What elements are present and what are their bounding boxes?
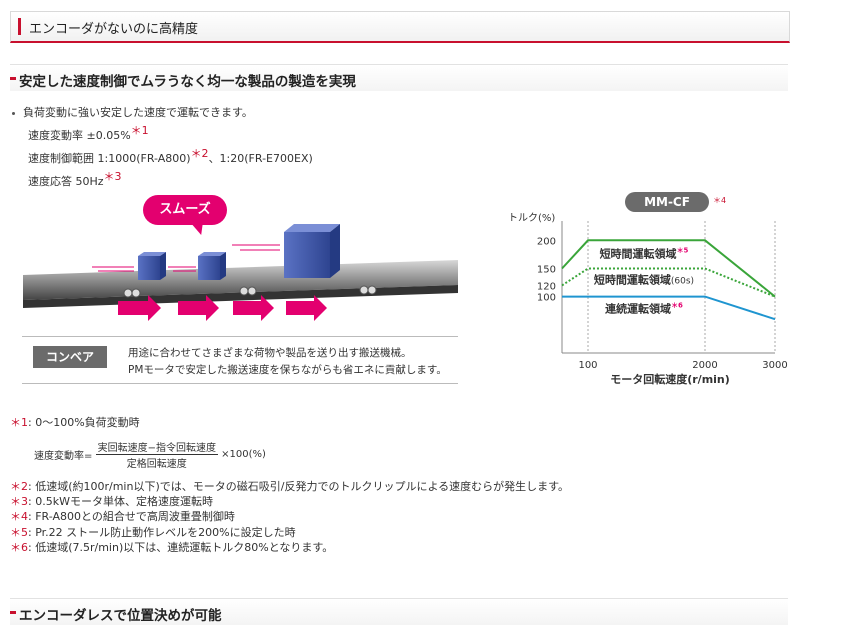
spec-line-2: 速度制御範囲 1:1000(FR-A800)＊2、1:20(FR-E700EX) — [28, 147, 313, 166]
series-line-0 — [561, 239, 776, 298]
spec-mark: ＊3 — [103, 170, 122, 183]
x-tick-label: 100 — [578, 360, 597, 371]
note-text: : FR-A800との組合せで高周波重畳制御時 — [28, 510, 235, 524]
conveyor-desc-line: 用途に合わせてさまざまな荷物や製品を送り出す搬送機械。 — [128, 347, 412, 359]
y-axis-label: トルク(%) — [508, 212, 555, 224]
region-label-continuous: 連続運転領域＊6 — [605, 302, 683, 316]
formula-rhs: ×100(%) — [221, 449, 266, 460]
conveyor-description: 用途に合わせてさまざまな荷物や製品を送り出す搬送機械。 PMモータで安定した搬送… — [128, 345, 447, 379]
note-mark: ＊5 — [10, 525, 28, 539]
section-title: 安定した速度制御でムラうなく均一な製品の製造を実現 — [19, 74, 356, 90]
note-1: ＊1: 0～100%負荷変動時 — [10, 414, 140, 430]
section-header-positioning: エンコーダレスで位置決めが可能 — [10, 598, 788, 625]
spec-mark: ＊1 — [130, 124, 149, 137]
section-marker — [10, 77, 16, 80]
note-text: : 低速域(約100r/min以下)では、モータの磁石吸引/反発力でのトルクリッ… — [28, 480, 570, 493]
formula-lhs: 速度変動率= — [34, 451, 93, 462]
spec-tail: 、1:20(FR-E700EX) — [208, 152, 313, 165]
note-mark: ＊4 — [10, 510, 28, 524]
note-mark: ＊2 — [10, 480, 28, 493]
spec-line-3: 速度応答 50Hz＊3 — [28, 170, 122, 189]
formula-numerator: 実回転速度−指令回転速度 — [95, 439, 218, 455]
conveyor-label: コンベア — [33, 346, 107, 368]
note-mark: ＊1 — [10, 416, 28, 429]
page-title: エンコーダがないのに高精度 — [29, 22, 199, 37]
formula: 速度変動率= 実回転速度−指令回転速度 定格回転速度 ×100(%) — [34, 439, 266, 470]
spec-text: 速度応答 50Hz — [28, 175, 104, 188]
y-tick-label: 150 — [537, 264, 556, 275]
note-item: ＊4: FR-A800との組合せで高周波重畳制御時 — [10, 509, 569, 524]
note-text: : 0.5kWモータ単体、定格速度運転時 — [28, 495, 213, 509]
region-label-short-time: 短時間運転領域＊5 — [600, 246, 689, 260]
note-item: ＊2: 低速域(約100r/min以下)では、モータの磁石吸引/反発力でのトルク… — [10, 479, 569, 494]
spec-text: 速度制御範囲 1:1000(FR-A800) — [28, 152, 191, 165]
series-line-1 — [561, 267, 776, 298]
feature-bullet: 負荷変動に強い安定した速度で運転できます。 — [12, 104, 253, 120]
page-header: エンコーダがないのに高精度 — [10, 11, 790, 43]
notes-list: ＊2: 低速域(約100r/min以下)では、モータの磁石吸引/反発力でのトルク… — [10, 479, 569, 555]
section-title: エンコーダレスで位置決めが可能 — [19, 608, 222, 624]
conveyor-legend — [22, 336, 458, 384]
note-text: : Pr.22 ストール防止動作レベルを200%に設定した時 — [28, 525, 296, 539]
small-box-2 — [198, 252, 226, 280]
conveyor-illustration — [23, 224, 458, 321]
smooth-bubble: スムーズ — [143, 195, 227, 225]
x-tick-label: 3000 — [762, 360, 787, 371]
chart-title: MM-CF — [625, 192, 709, 212]
note-text: : 低速域(7.5r/min)以下は、連続運転トルク80%となります。 — [28, 540, 334, 554]
x-axis-label: モータ回転速度(r/min) — [610, 372, 730, 386]
spec-line-1: 速度変動率 ±0.05%＊1 — [28, 124, 149, 143]
spec-mark: ＊2 — [190, 147, 209, 160]
small-box-1 — [138, 252, 166, 280]
large-box — [284, 224, 340, 278]
note-item: ＊3: 0.5kWモータ単体、定格速度運転時 — [10, 494, 569, 509]
section-header-speed-control: 安定した速度制御でムラうなく均一な製品の製造を実現 — [10, 64, 788, 91]
note-text: : 0～100%負荷変動時 — [28, 416, 140, 429]
y-tick-label: 100 — [537, 293, 556, 304]
x-tick-label: 2000 — [692, 360, 717, 371]
direction-arrows — [118, 295, 327, 321]
section-marker — [10, 611, 16, 614]
formula-fraction: 実回転速度−指令回転速度 定格回転速度 — [95, 439, 218, 470]
note-item: ＊6: 低速域(7.5r/min)以下は、連続運転トルク80%となります。 — [10, 540, 569, 555]
bullet-text: 負荷変動に強い安定した速度で運転できます。 — [23, 106, 253, 119]
motion-lines — [92, 244, 280, 272]
chart-title-mark: ＊4 — [713, 196, 727, 205]
rollers — [123, 285, 377, 298]
series-line-2 — [562, 295, 776, 321]
note-mark: ＊3 — [10, 495, 28, 509]
region-label-short-time-60s: 短時間運転領域(60s) — [594, 272, 694, 286]
conveyor-desc-line: PMモータで安定した搬送速度を保ちながらも省エネに貢献します。 — [128, 364, 447, 376]
y-tick-label: 200 — [537, 236, 556, 247]
y-tick-label: 120 — [537, 281, 556, 292]
note-item: ＊5: Pr.22 ストール防止動作レベルを200%に設定した時 — [10, 525, 569, 540]
belt — [23, 260, 458, 300]
formula-denominator: 定格回転速度 — [126, 459, 187, 470]
spec-text: 速度変動率 ±0.05% — [28, 129, 131, 142]
header-accent — [18, 18, 21, 35]
bullet-dot — [12, 111, 15, 115]
note-mark: ＊6 — [10, 540, 28, 554]
